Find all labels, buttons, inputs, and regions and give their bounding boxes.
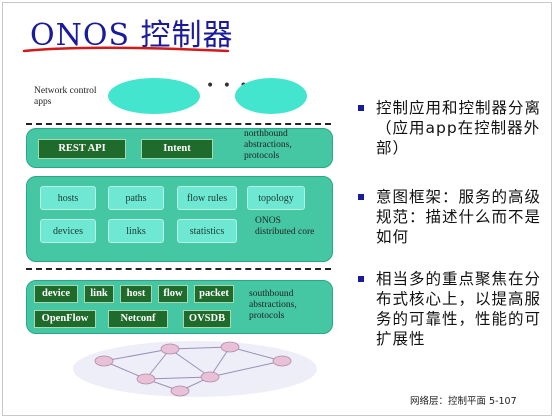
sb-packet: packet [194,285,234,303]
core-devices: devices [40,219,96,243]
bullet-marker-3 [358,276,364,282]
switch-node-4 [220,341,240,353]
app-oval-2 [235,78,307,114]
core-hosts: hosts [40,186,96,210]
core-links: links [108,219,164,243]
bullet-2: 意图框架：服务的高级规范：描述什么而不是如何 [376,188,542,246]
northbound-label: northbound abstractions, protocols [244,129,292,161]
bullet-3: 相当多的重点聚焦在分布式核心上，以提高服务的可靠性，性能的可扩展性 [376,270,542,348]
divider-bottom [26,268,331,270]
sb-device: device [34,285,78,303]
switch-node-1 [94,355,114,367]
switch-node-5 [200,371,220,383]
sb-flow: flow [158,285,188,303]
core-topology: topology [247,186,305,210]
app-oval-1 [108,78,200,114]
sb-openflow: OpenFlow [34,310,96,328]
sb-host: host [120,285,152,303]
switch-node-7 [170,385,190,397]
core-statistics: statistics [177,219,237,243]
switch-node-6 [272,355,292,367]
core-flow-rules: flow rules [177,186,237,210]
switch-node-2 [160,343,180,355]
southbound-label: southbound abstractions, protocols [249,289,297,321]
bullet-marker-1 [358,105,364,111]
slide-footer: 网络层：控制平面 5-107 [410,396,517,407]
divider-top [26,123,331,125]
switch-node-3 [136,373,156,385]
bullet-marker-2 [358,194,364,200]
title-underline-decoration [22,46,230,53]
northbound-panel [26,128,333,168]
bullet-1: 控制应用和控制器分离（应用app在控制器外部） [376,99,542,157]
network-graph [73,341,317,397]
core-label: ONOS distributed core [255,216,315,237]
sb-link: link [84,285,114,303]
rest-api-box: REST API [38,139,126,159]
intent-box: Intent [141,139,213,159]
core-paths: paths [108,186,164,210]
sb-ovsdb: OVSDB [183,310,231,328]
sb-netconf: Netconf [108,310,168,328]
app-layer-label: Network control apps [34,86,97,107]
